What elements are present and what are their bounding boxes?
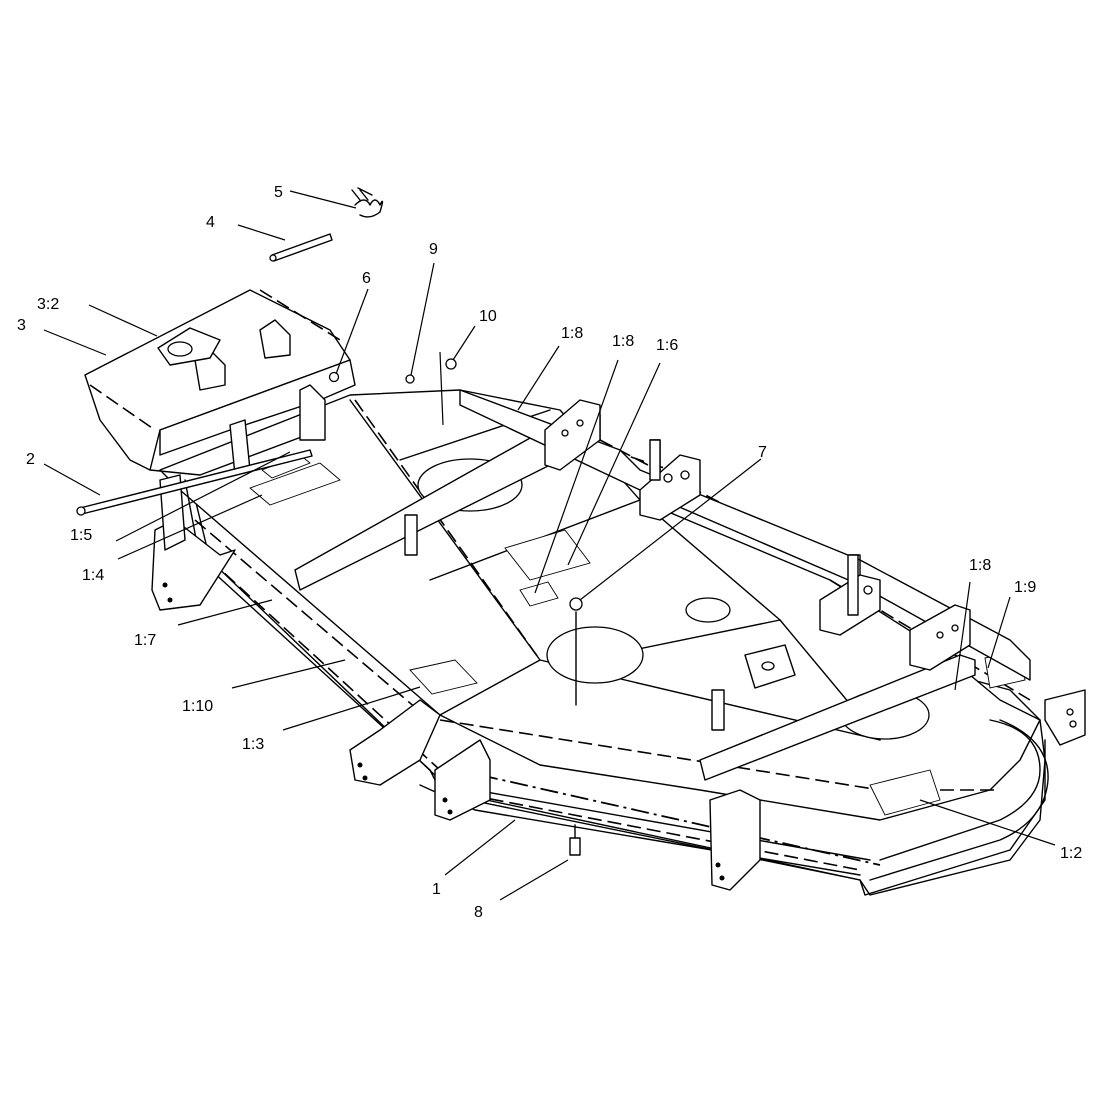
- bracket-far-right: [1044, 689, 1086, 746]
- callout-1-3: 1:3: [242, 736, 264, 753]
- callout-1-5: 1:5: [70, 527, 92, 544]
- callout-1-7: 1:7: [134, 632, 156, 649]
- callout-3-2: 3:2: [37, 296, 59, 313]
- nut-10: [445, 358, 457, 370]
- decal-1-4: [249, 462, 341, 506]
- callout-5: 5: [274, 184, 283, 201]
- callout-labels: 5 4 9 6 3:2 10 3 1:8 1:8 1:6 7 2 1:5 1:8…: [17, 184, 1082, 921]
- callout-10: 10: [479, 308, 497, 325]
- gauge-wheel-brackets: [151, 474, 761, 891]
- callout-1-6: 1:6: [656, 337, 678, 354]
- pivot-pin: [271, 233, 333, 262]
- decals: [249, 454, 1026, 816]
- callout-3: 3: [17, 317, 26, 334]
- callout-9: 9: [429, 241, 438, 258]
- bolt-8: [569, 837, 581, 856]
- mounting-brackets: [544, 399, 1086, 746]
- decal-1-3: [409, 659, 478, 695]
- callout-1-2: 1:2: [1060, 845, 1082, 862]
- leader-lines: [43, 190, 1056, 901]
- callout-8: 8: [474, 904, 483, 921]
- callout-2: 2: [26, 451, 35, 468]
- decal-1-2: [869, 769, 941, 816]
- bolt-7-head: [569, 597, 583, 611]
- decal-1-8-left: [519, 581, 559, 607]
- callout-1-8-b: 1:8: [612, 333, 634, 350]
- callout-1-8-a: 1:8: [561, 325, 583, 342]
- callout-1-4: 1:4: [82, 567, 104, 584]
- center-blade-opening: [546, 626, 644, 684]
- hardware: [76, 187, 859, 856]
- chute-bracket-right: [259, 319, 291, 359]
- spindle-hole: [685, 597, 731, 623]
- callout-7: 7: [758, 444, 767, 461]
- callout-6: 6: [362, 270, 371, 287]
- discharge-chute: [84, 289, 356, 476]
- callout-1-8-c: 1:8: [969, 557, 991, 574]
- nut-9: [405, 374, 415, 384]
- callout-1-9: 1:9: [1014, 579, 1036, 596]
- callout-4: 4: [206, 214, 215, 231]
- bracket-left-rear: [544, 399, 601, 471]
- nut-6: [328, 371, 340, 383]
- callout-1-10: 1:10: [182, 698, 213, 715]
- decal-1-6: [504, 529, 591, 581]
- callout-1: 1: [432, 881, 441, 898]
- torsion-spring: [351, 187, 384, 218]
